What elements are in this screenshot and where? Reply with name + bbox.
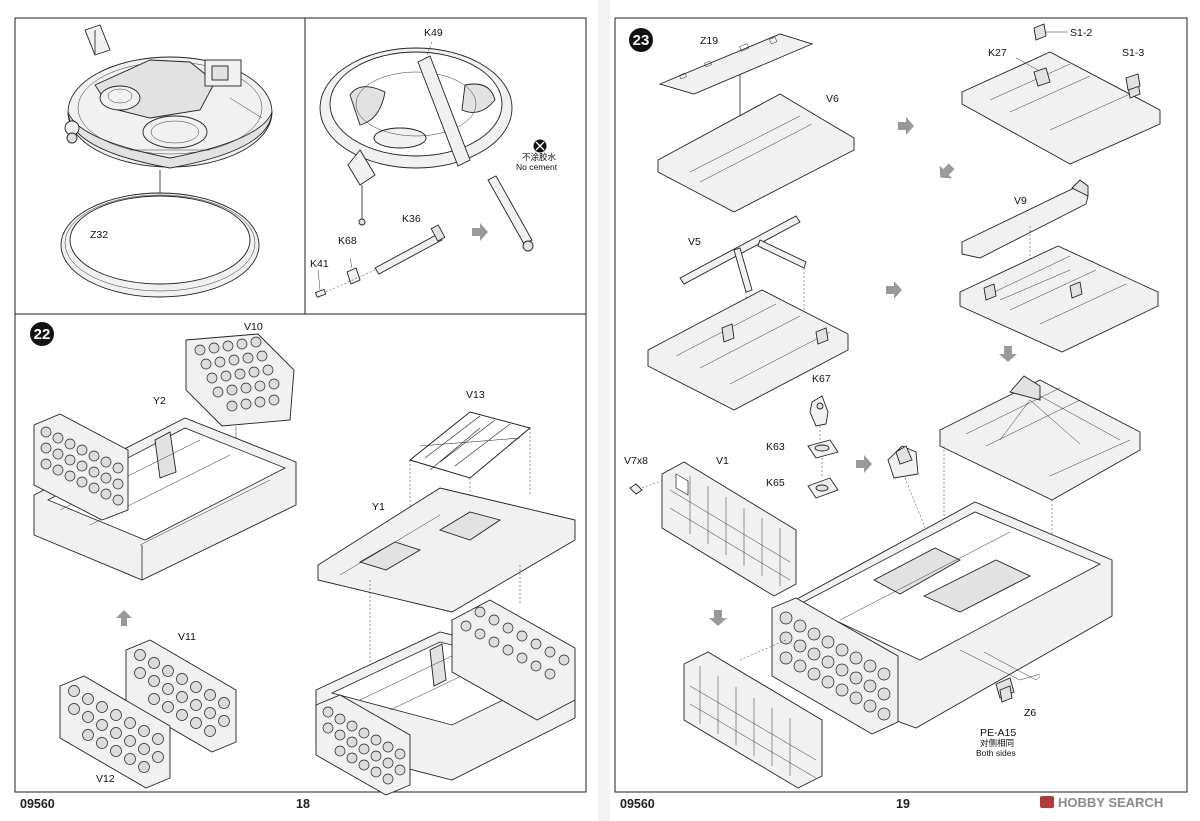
label-pea15: PE-A15 — [980, 727, 1016, 739]
note-no-cement-cn: 不涂胶水 — [522, 152, 557, 162]
side-grille-drawing — [683, 651, 823, 789]
part-v9-drawing — [961, 179, 1089, 262]
part-s13-drawing — [1125, 73, 1141, 91]
label-z6: Z6 — [1024, 707, 1036, 719]
left-page: Z32 K49 不涂胶水 No cement — [14, 17, 587, 811]
watermark-text: HOBBY SEARCH — [1058, 795, 1163, 810]
part-v5-drawing — [679, 215, 807, 366]
label-v13: V13 — [466, 389, 485, 401]
part-k49-drawing — [417, 41, 534, 252]
page-number-left: 18 — [296, 797, 310, 811]
plate-v9-target-drawing — [959, 245, 1159, 353]
step-badge-22: 22 — [30, 322, 54, 346]
turret-underside-drawing — [319, 47, 513, 226]
label-v1: V1 — [716, 455, 729, 467]
label-y1: Y1 — [372, 501, 385, 513]
step-arrow-icon — [886, 281, 902, 299]
floor-plate-drawing — [647, 289, 849, 411]
part-k36-drawing — [374, 224, 446, 275]
right-page: 23 Z19 V6 — [614, 17, 1188, 811]
part-z6-drawing — [983, 651, 1041, 681]
step-arrow-icon — [709, 610, 727, 626]
note-both-sides-en: Both sides — [976, 748, 1016, 758]
note-both-sides-cn: 对侧相同 — [980, 738, 1014, 748]
label-v5: V5 — [688, 236, 701, 248]
label-k49: K49 — [424, 27, 443, 39]
part-v6-drawing — [657, 93, 855, 213]
label-v12: V12 — [96, 773, 115, 785]
bracket-assembled-drawing — [887, 445, 931, 541]
label-v11: V11 — [178, 631, 196, 643]
part-k68-drawing — [346, 257, 361, 285]
label-k36: K36 — [402, 213, 421, 225]
part-v7-drawing — [629, 483, 643, 495]
label-k68: K68 — [338, 235, 357, 247]
step-arrow-icon — [999, 346, 1017, 362]
part-v1-drawing — [661, 461, 797, 597]
step-arrow-icon — [898, 117, 914, 135]
panel-v11-drawing — [125, 639, 237, 753]
step-number-23: 23 — [633, 32, 650, 49]
label-k67: K67 — [812, 373, 831, 385]
page-number-right: 19 — [896, 797, 910, 811]
label-z19: Z19 — [700, 35, 718, 47]
label-v10: V10 — [244, 321, 263, 333]
part-k63-drawing — [807, 439, 839, 476]
part-k65-drawing — [807, 477, 839, 499]
step-badge-23: 23 — [629, 28, 653, 52]
part-k41-drawing — [314, 269, 327, 298]
upper-frame-drawing — [939, 375, 1141, 580]
label-v6: V6 — [826, 93, 839, 105]
part-z19-drawing — [658, 33, 814, 95]
footer-code-right: 09560 — [620, 797, 655, 811]
plate-top-right-drawing — [961, 51, 1161, 165]
panel-step-22 — [14, 313, 587, 793]
label-v9: V9 — [1014, 195, 1027, 207]
label-k65: K65 — [766, 477, 785, 489]
label-v7: V7x8 — [624, 455, 648, 467]
hobby-search-logo: HOBBY SEARCH — [1040, 795, 1163, 810]
panel-step-23 — [614, 17, 1188, 793]
no-cement-icon — [533, 139, 547, 153]
page-gutter — [598, 0, 610, 821]
hull-assembled-drawing — [315, 599, 576, 796]
label-k63: K63 — [766, 441, 785, 453]
note-no-cement-en: No cement — [516, 162, 558, 172]
step-arrow-icon — [472, 223, 488, 241]
part-k67-drawing — [809, 395, 829, 440]
label-s13: S1-3 — [1122, 47, 1144, 59]
end-panel-y2-drawing — [33, 413, 129, 521]
step-arrow-icon — [856, 455, 872, 473]
turret-base-drawing — [64, 24, 273, 169]
label-z32: Z32 — [90, 229, 108, 241]
ring-z32-drawing — [60, 192, 260, 298]
label-s12: S1-2 — [1070, 27, 1092, 39]
step-number-22: 22 — [34, 326, 51, 343]
part-s12-drawing — [1033, 23, 1068, 41]
label-k27: K27 — [988, 47, 1007, 59]
label-y2: Y2 — [153, 395, 166, 407]
label-k41: K41 — [310, 258, 329, 270]
step-arrow-icon — [116, 610, 132, 626]
footer-code-left: 09560 — [20, 797, 55, 811]
panel-v10-drawing — [185, 333, 295, 427]
panel-v12-drawing — [59, 675, 171, 789]
step-arrow-icon — [939, 163, 955, 179]
part-pea15-drawing — [999, 685, 1013, 703]
deck-y1-drawing — [317, 487, 576, 613]
hull-rocket-face-drawing — [771, 597, 899, 735]
